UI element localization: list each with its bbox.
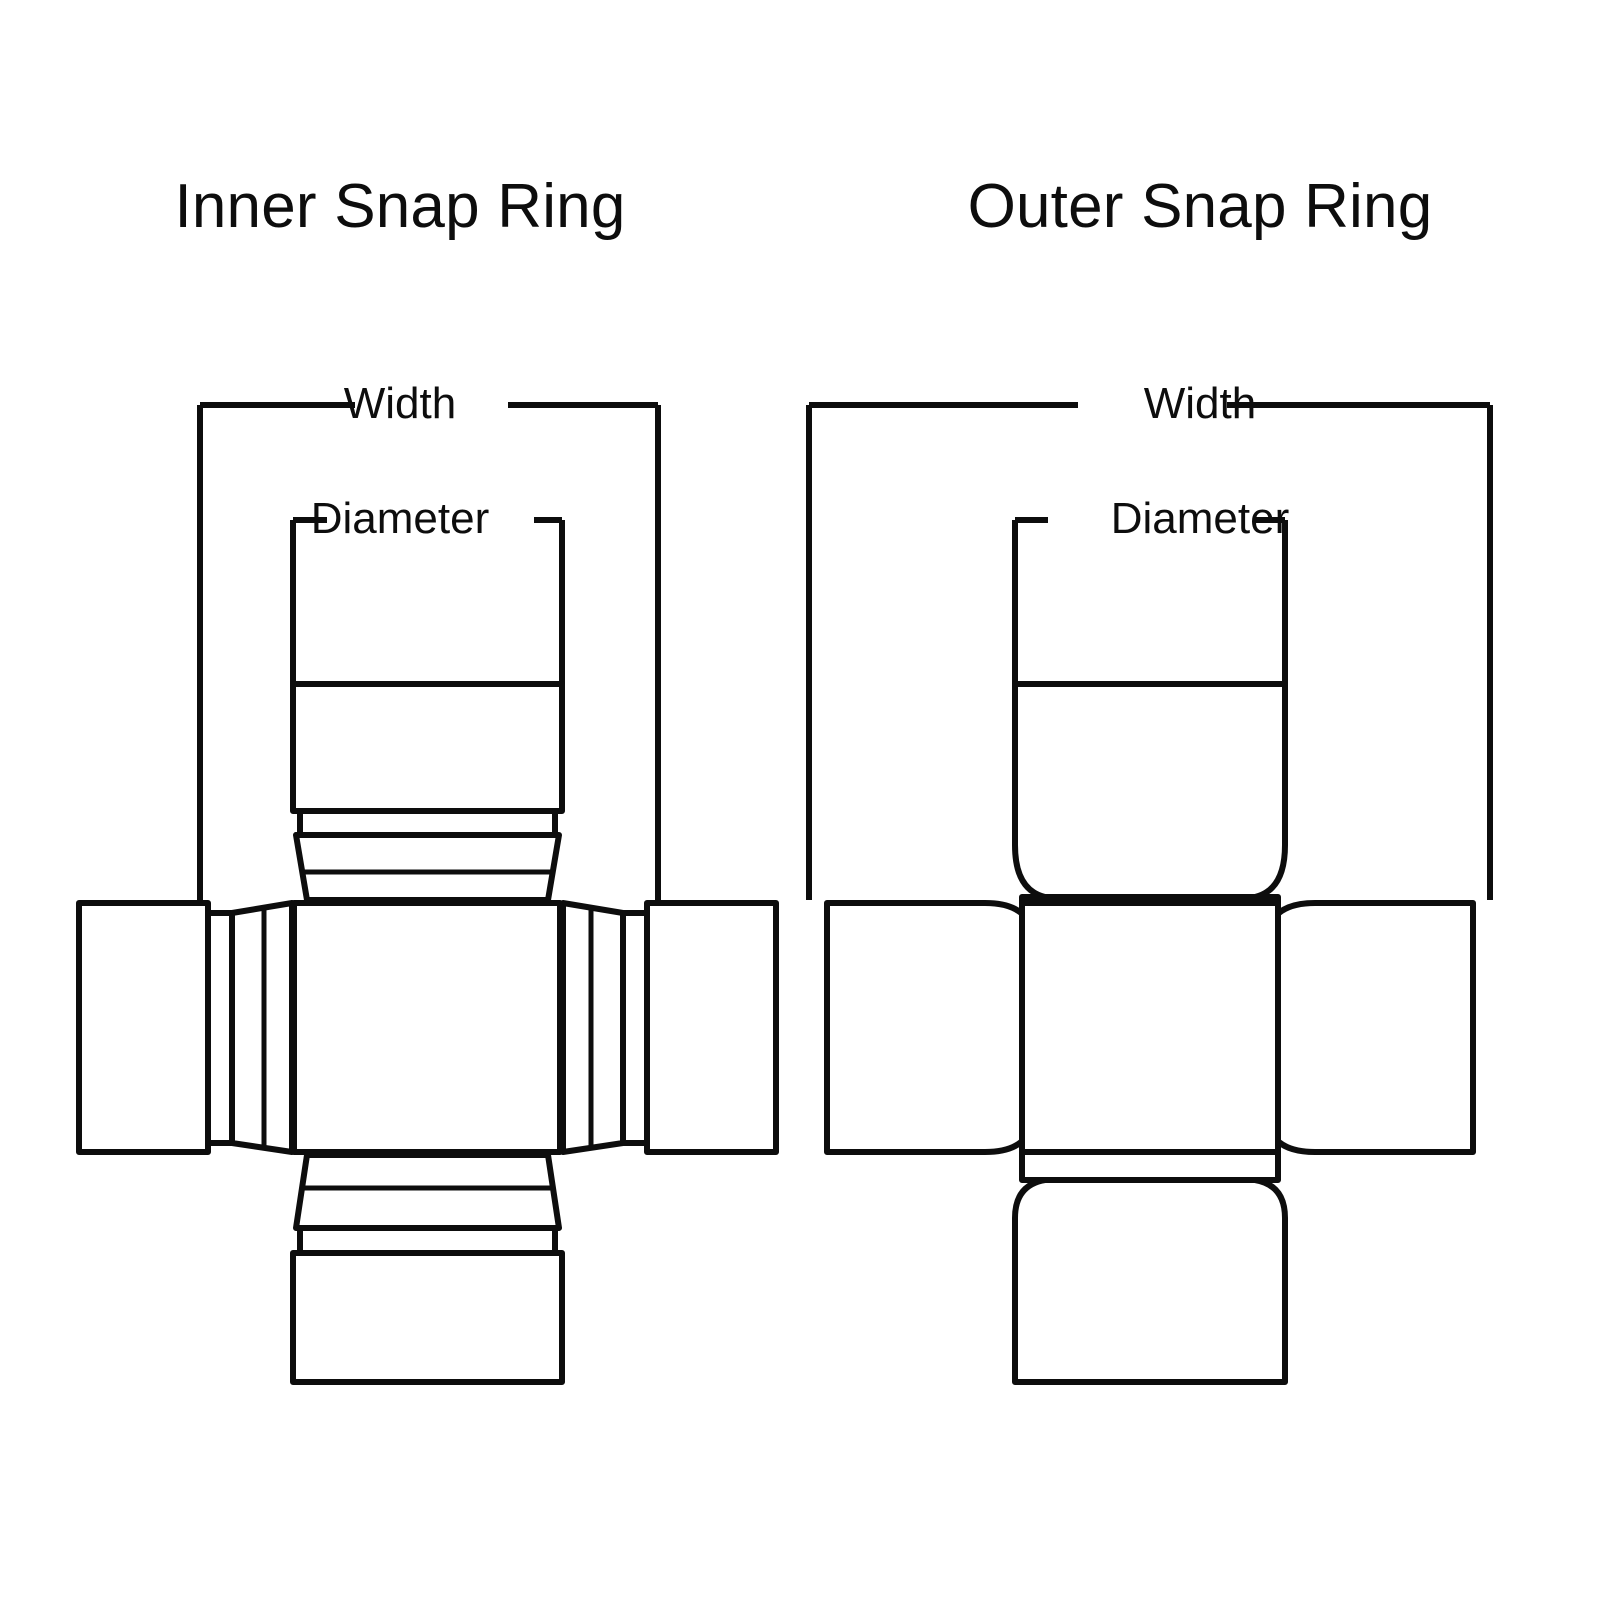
outer-snap-ring-title: Outer Snap Ring bbox=[967, 172, 1433, 241]
inner-cross-center-block bbox=[291, 900, 563, 1155]
inner-top-bearing-cap bbox=[290, 681, 565, 903]
inner-diameter-dimension-line bbox=[290, 517, 565, 684]
outer-snap-ring-drawing bbox=[806, 402, 1493, 1385]
outer-diameter-dimension-line bbox=[1012, 517, 1288, 684]
outer-top-bearing-cap bbox=[1012, 681, 1288, 906]
inner-left-bearing-cap bbox=[76, 900, 295, 1155]
outer-cross-center-block bbox=[1019, 900, 1281, 1155]
inner-snap-ring-title: Inner Snap Ring bbox=[174, 172, 626, 241]
outer-width-dimension-line bbox=[806, 402, 1493, 900]
inner-width-dimension-line bbox=[197, 402, 661, 900]
inner-width-dimension-label: Width bbox=[343, 379, 457, 428]
inner-snap-ring-drawing bbox=[76, 402, 779, 1385]
inner-right-bearing-cap bbox=[560, 900, 779, 1155]
inner-diameter-dimension-label: Diameter bbox=[310, 494, 490, 543]
outer-bottom-bearing-cap bbox=[1012, 1149, 1288, 1385]
inner-bottom-bearing-cap bbox=[290, 1152, 565, 1385]
inner-snap-ring-panel: Inner Snap Ring Width Diameter bbox=[76, 172, 779, 1385]
outer-snap-ring-panel: Outer Snap Ring Width Diameter bbox=[800, 0, 1600, 1600]
